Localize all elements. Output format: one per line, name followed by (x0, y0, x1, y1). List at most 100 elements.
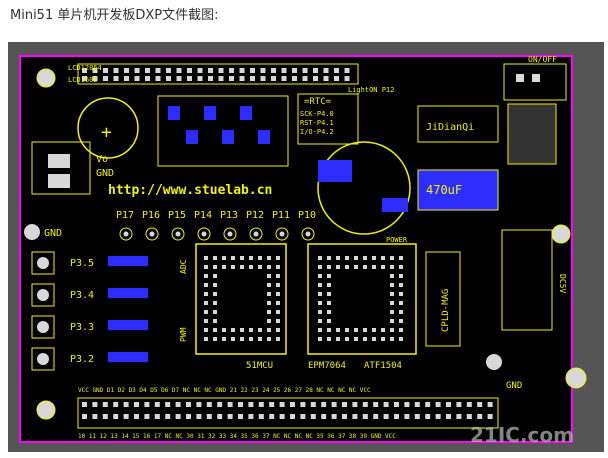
electrolytic-cap-left (77, 97, 139, 159)
socket-pad (381, 337, 385, 341)
bottom-pad (310, 402, 316, 407)
port-label-3: P3.3 (70, 322, 94, 333)
pin-label-p16: P16 (142, 210, 160, 221)
header-pad (260, 76, 266, 81)
bottom-pad (352, 414, 358, 419)
gnd-label-left: GND (96, 168, 114, 179)
socket-pad (204, 310, 208, 314)
socket-pad (276, 310, 280, 314)
port-buttons: P3.5P3.4P3.3P3.2 (31, 251, 148, 371)
mid-component (204, 106, 216, 120)
socket-pad (399, 292, 403, 296)
pwm-label: PWM (179, 327, 188, 342)
header-pad (103, 68, 108, 73)
socket-pad (390, 265, 394, 269)
led-pad (279, 231, 285, 237)
port-label-1: P3.5 (70, 258, 94, 269)
bottom-pad (383, 402, 389, 407)
socket-pad (390, 328, 394, 332)
bottom-pad (342, 414, 347, 419)
header-pad (103, 76, 108, 81)
socket-pad (276, 274, 280, 278)
watermark: 21IC.com (470, 423, 574, 447)
pin-label-p10: P10 (298, 210, 316, 221)
header-pad (134, 76, 140, 81)
power-connector-left (31, 141, 91, 195)
mid-component (258, 130, 270, 144)
bottom-pad (206, 414, 212, 419)
bottom-pad (425, 402, 431, 407)
socket-pad (318, 256, 322, 260)
bottom-pad (414, 414, 420, 419)
usb-connector (507, 103, 557, 165)
mid-component (186, 130, 198, 144)
middle-chip-block (157, 95, 289, 167)
socket-pad (258, 256, 262, 260)
bottom-pad (227, 402, 233, 407)
cap-470uf-label: 470uF (426, 183, 462, 197)
bottom-pad (321, 402, 327, 407)
rtc-pin-sck: SCK-P4.0 (300, 110, 334, 118)
top-header-pads (82, 68, 350, 81)
bottom-pad (238, 402, 243, 407)
socket-pad (399, 310, 403, 314)
socket-pad (390, 310, 394, 314)
header-pad (229, 76, 234, 81)
socket-pad (336, 337, 340, 341)
bottom-pad (279, 414, 285, 419)
led-pad (201, 231, 207, 237)
socket-pad (240, 265, 244, 269)
bottom-pad (269, 414, 275, 419)
bottom-pad (487, 414, 493, 419)
bottom-pin-labels-2: 10 11 12 13 14 15 16 17 NC NC 30 31 32 3… (78, 433, 396, 440)
bottom-pad (92, 414, 98, 419)
socket-pad (327, 319, 331, 323)
bottom-pad (373, 414, 379, 419)
header-pad (302, 76, 308, 81)
socket-pad (363, 256, 367, 260)
socket-pad (258, 337, 262, 341)
bottom-pad (373, 402, 379, 407)
socket-pad (345, 328, 349, 332)
led-ring (171, 227, 185, 241)
bottom-pad (102, 402, 108, 407)
bottom-pad (258, 414, 264, 419)
header-pad (176, 76, 182, 81)
chip-label-atf1504: ATF1504 (364, 361, 402, 371)
header-pad (176, 68, 182, 73)
bottom-pad (154, 414, 160, 419)
socket-pad (327, 292, 331, 296)
socket-pad (267, 283, 271, 287)
socket-pad (399, 319, 403, 323)
lcd1602-label: LCD1602 (68, 76, 98, 84)
socket-pad (399, 337, 403, 341)
socket-pad (318, 319, 322, 323)
header-pad (271, 68, 276, 73)
led-pad (175, 231, 181, 237)
header-pad (292, 68, 297, 73)
socket-pad (276, 337, 280, 341)
board-outline (19, 55, 573, 443)
socket-pad (354, 265, 358, 269)
mount-hole-right (551, 224, 571, 244)
bottom-pad (82, 414, 87, 419)
led-ring (223, 227, 237, 241)
pin-label-p17: P17 (116, 210, 134, 221)
socket-pad (213, 292, 217, 296)
socket-pad (399, 265, 403, 269)
socket-pad (399, 256, 403, 260)
socket-pad (327, 337, 331, 341)
socket-pad (231, 256, 235, 260)
socket-pad (204, 319, 208, 323)
header-pad (92, 76, 98, 81)
adc-label: ADC (179, 259, 188, 274)
bottom-pad (383, 414, 389, 419)
socket-pad (204, 301, 208, 305)
socket-pad (390, 301, 394, 305)
bottom-pad (435, 402, 441, 407)
header-pad (124, 68, 129, 73)
relay-block (417, 105, 499, 143)
socket-pad (258, 265, 262, 269)
header-pad (281, 76, 287, 81)
header-pad (334, 68, 339, 73)
